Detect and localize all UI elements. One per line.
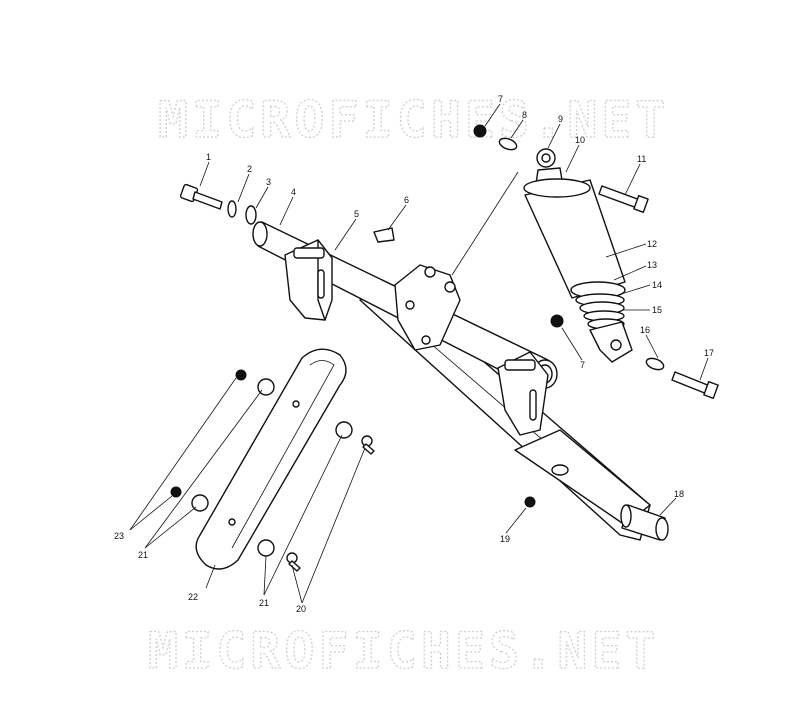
callout-18: 18	[674, 489, 684, 499]
callout-1: 1	[206, 152, 211, 162]
watermark-bottom: MICROFICHES.NET	[148, 622, 660, 680]
nut-19	[524, 496, 536, 508]
shock-absorber	[523, 148, 633, 363]
bolt-20-b	[286, 552, 301, 572]
callout-4: 4	[291, 187, 296, 197]
callout-15: 15	[652, 305, 662, 315]
bushing-8	[498, 137, 518, 151]
bracket-center	[394, 264, 461, 351]
callout-17: 17	[704, 348, 714, 358]
nut-7-top	[473, 124, 487, 138]
callout-23: 23	[114, 531, 124, 541]
callout-labels: 1 2 3 4 5 6 7 8 9 10 11 12 13 14 15 7 16…	[114, 94, 714, 614]
washer-21-c	[335, 421, 353, 439]
callout-14: 14	[652, 280, 662, 290]
bolt-11	[598, 185, 649, 213]
leader-lines	[129, 103, 709, 604]
bushing-16	[645, 357, 665, 371]
callout-13: 13	[647, 260, 657, 270]
bolt-20-a	[361, 435, 375, 455]
callout-21-bottom: 21	[259, 598, 269, 608]
watermark-top: MICROFICHES.NET	[158, 91, 670, 149]
washer-21-a	[257, 378, 275, 396]
stub-shaft	[620, 504, 669, 541]
callout-5: 5	[354, 209, 359, 219]
callout-7-top: 7	[498, 94, 503, 104]
bolt-1	[179, 183, 223, 210]
washer-21-d	[257, 539, 275, 557]
bracket-left	[284, 239, 333, 321]
washer-2	[227, 200, 237, 218]
callout-3: 3	[266, 177, 271, 187]
callout-10: 10	[575, 135, 585, 145]
clip-6	[373, 227, 395, 243]
bolt-17	[671, 371, 719, 399]
nut-7-lower	[550, 314, 564, 328]
callout-12: 12	[647, 239, 657, 249]
link-arm	[195, 348, 347, 570]
nut-23-b	[170, 486, 182, 498]
callout-8: 8	[522, 110, 527, 120]
callout-16: 16	[640, 325, 650, 335]
callout-2: 2	[247, 164, 252, 174]
nut-23-a	[235, 369, 247, 381]
callout-22: 22	[188, 592, 198, 602]
callout-6: 6	[404, 195, 409, 205]
callout-20: 20	[296, 604, 306, 614]
callout-21-left: 21	[138, 550, 148, 560]
callout-9: 9	[558, 114, 563, 124]
callout-7-lower: 7	[580, 360, 585, 370]
bracket-right	[497, 351, 549, 436]
washer-3	[245, 205, 257, 225]
callout-19: 19	[500, 534, 510, 544]
callout-11: 11	[637, 154, 646, 164]
